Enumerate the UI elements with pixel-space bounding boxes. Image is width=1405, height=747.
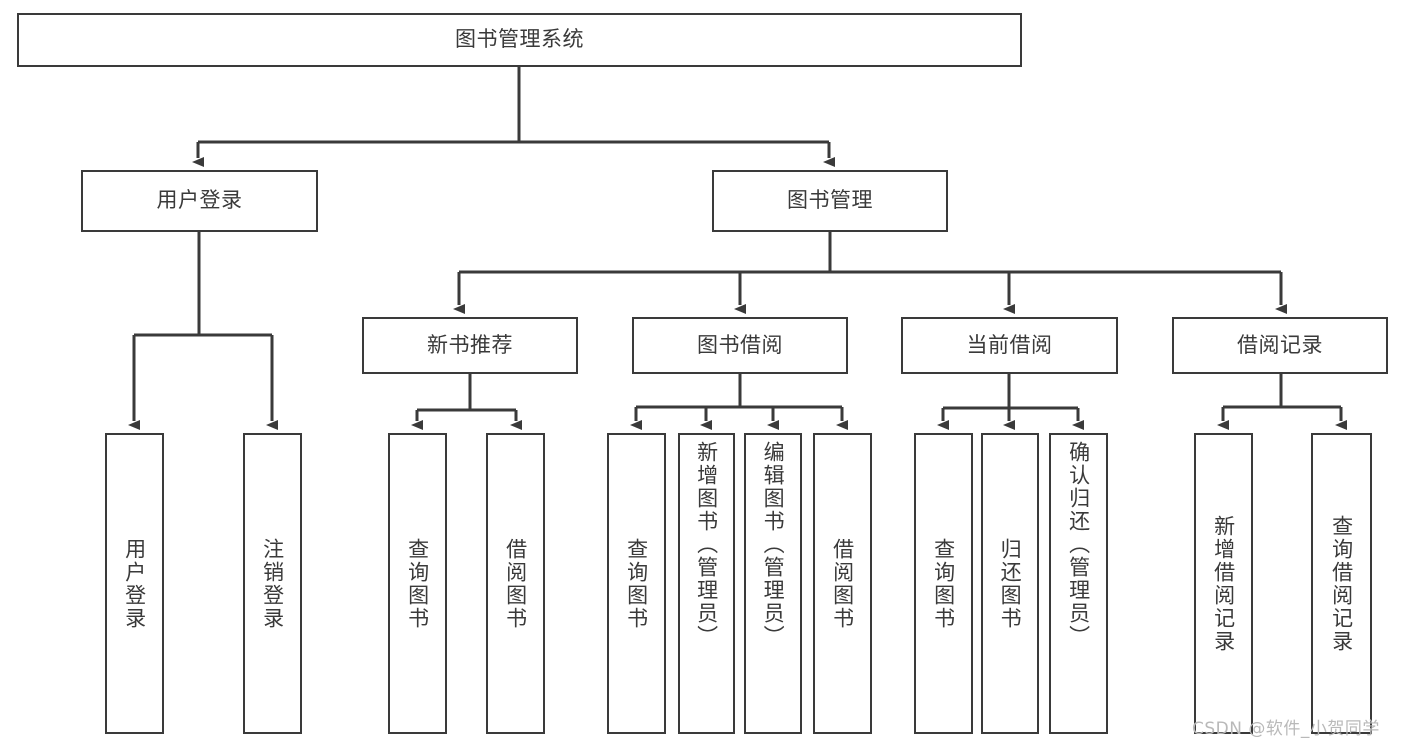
- node-leaf-borrow-book-1[interactable]: 借阅图书: [486, 433, 545, 734]
- node-book-manage-label: 图书管理: [787, 188, 873, 213]
- node-leaf-user-login-label: 用户登录: [122, 537, 147, 630]
- node-leaf-add-book-label: 新增图书（管理员）: [694, 441, 719, 648]
- node-leaf-query-book-1-label: 查询图书: [405, 537, 430, 630]
- node-leaf-query-book-2[interactable]: 查询图书: [607, 433, 666, 734]
- node-new-book-recommend-label: 新书推荐: [427, 332, 513, 357]
- node-leaf-query-book-2-label: 查询图书: [624, 537, 649, 630]
- node-leaf-return-book[interactable]: 归还图书: [981, 433, 1039, 734]
- node-current-borrow-label: 当前借阅: [966, 332, 1053, 357]
- node-leaf-add-record-label: 新增借阅记录: [1211, 514, 1236, 653]
- node-leaf-borrow-book-2[interactable]: 借阅图书: [813, 433, 872, 734]
- node-leaf-add-book[interactable]: 新增图书（管理员）: [678, 433, 735, 734]
- node-leaf-query-book-1[interactable]: 查询图书: [388, 433, 447, 734]
- node-leaf-logout[interactable]: 注销登录: [243, 433, 302, 734]
- node-book-borrow[interactable]: 图书借阅: [632, 317, 848, 374]
- node-borrow-record[interactable]: 借阅记录: [1172, 317, 1388, 374]
- node-leaf-query-book-3-label: 查询图书: [931, 537, 956, 630]
- node-leaf-confirm-return[interactable]: 确认归还（管理员）: [1049, 433, 1108, 734]
- node-current-borrow[interactable]: 当前借阅: [901, 317, 1118, 374]
- node-leaf-logout-label: 注销登录: [260, 537, 285, 630]
- node-root[interactable]: 图书管理系统: [17, 13, 1022, 67]
- node-leaf-confirm-return-label: 确认归还（管理员）: [1066, 441, 1091, 648]
- node-new-book-recommend[interactable]: 新书推荐: [362, 317, 578, 374]
- csdn-watermark: CSDN @软件_小贺同学: [1192, 719, 1380, 739]
- node-book-manage[interactable]: 图书管理: [712, 170, 948, 232]
- node-leaf-edit-book[interactable]: 编辑图书（管理员）: [744, 433, 802, 734]
- node-root-label: 图书管理系统: [455, 27, 584, 52]
- node-borrow-record-label: 借阅记录: [1237, 332, 1323, 357]
- node-leaf-return-book-label: 归还图书: [998, 537, 1023, 630]
- node-leaf-borrow-book-1-label: 借阅图书: [503, 537, 528, 630]
- node-user-login[interactable]: 用户登录: [81, 170, 318, 232]
- node-leaf-add-record[interactable]: 新增借阅记录: [1194, 433, 1253, 734]
- node-book-borrow-label: 图书借阅: [697, 332, 783, 357]
- node-leaf-edit-book-label: 编辑图书（管理员）: [761, 441, 786, 648]
- node-leaf-query-record[interactable]: 查询借阅记录: [1311, 433, 1372, 734]
- node-leaf-borrow-book-2-label: 借阅图书: [830, 537, 855, 630]
- node-user-login-label: 用户登录: [156, 188, 243, 213]
- node-leaf-query-record-label: 查询借阅记录: [1329, 514, 1354, 653]
- node-leaf-query-book-3[interactable]: 查询图书: [914, 433, 973, 734]
- node-leaf-user-login[interactable]: 用户登录: [105, 433, 164, 734]
